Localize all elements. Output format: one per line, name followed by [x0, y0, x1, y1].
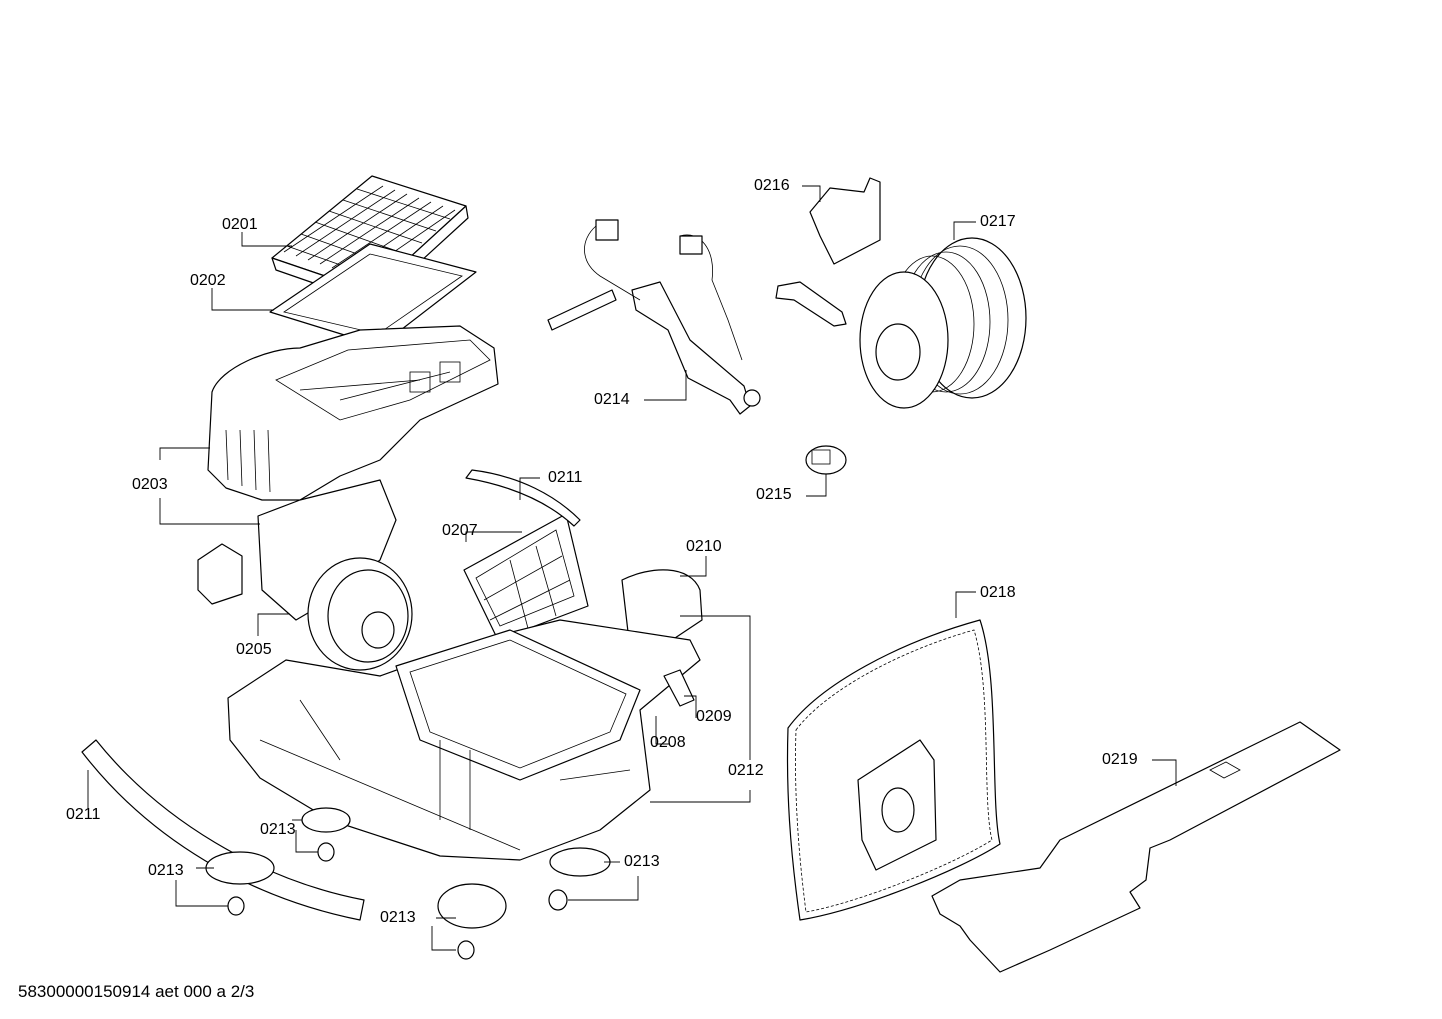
label-0218: 0218 — [980, 584, 1016, 601]
part-0212-base — [227, 619, 701, 861]
label-0203: 0203 — [132, 476, 168, 493]
label-0208: 0208 — [650, 734, 686, 751]
part-0218-dust-bag — [786, 619, 1001, 921]
document-reference: 58300000150914 aet 000 a 2/3 — [18, 982, 255, 1001]
label-0213-d: 0213 — [624, 853, 660, 870]
part-0209-seal — [663, 669, 695, 707]
label-0201: 0201 — [222, 216, 258, 233]
part-0210-valve — [621, 569, 703, 649]
label-0207: 0207 — [442, 522, 478, 539]
label-0217: 0217 — [980, 213, 1016, 230]
label-0210: 0210 — [686, 538, 722, 555]
label-0213-a: 0213 — [260, 821, 296, 838]
part-0217-cord-reel — [775, 237, 1027, 409]
label-0202: 0202 — [190, 272, 226, 289]
leader-lines — [87, 185, 1177, 951]
label-0209: 0209 — [696, 708, 732, 725]
label-0205: 0205 — [236, 641, 272, 658]
label-0213-b: 0213 — [148, 862, 184, 879]
part-0205-motor — [197, 479, 413, 671]
part-0213-wheels — [205, 807, 611, 960]
part-0207-filter-frame — [463, 513, 589, 641]
part-0211-bumper-left — [81, 739, 365, 921]
label-0219: 0219 — [1102, 751, 1138, 768]
part-0216-cover — [809, 177, 881, 265]
part-0211-bumper-top — [465, 469, 581, 527]
part-0215-switch — [805, 445, 847, 475]
label-0211-top: 0211 — [548, 469, 583, 486]
label-0214: 0214 — [594, 391, 630, 408]
label-0215: 0215 — [756, 486, 792, 503]
part-0219-board — [931, 721, 1341, 973]
label-0211-left: 0211 — [66, 806, 101, 823]
part-0214-bracket — [547, 219, 761, 415]
label-0212: 0212 — [728, 762, 764, 779]
label-0213-c: 0213 — [380, 909, 416, 926]
label-0216: 0216 — [754, 177, 790, 194]
part-0203-housing — [207, 325, 499, 501]
